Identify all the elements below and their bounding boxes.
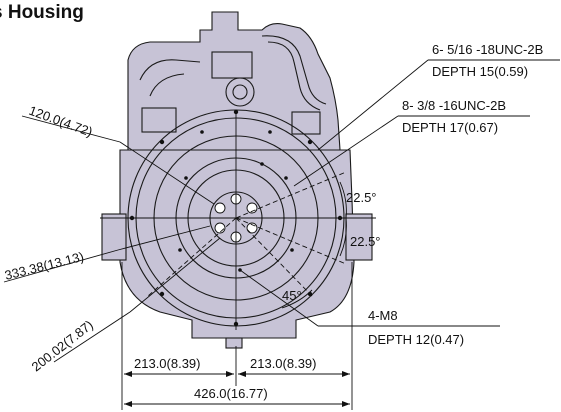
callout-labels: 6- 5/16 -18UNC-2B DEPTH 15(0.59) 8- 3/8 … (368, 42, 543, 347)
callout-3-depth: DEPTH 12(0.47) (368, 332, 464, 347)
angle-labels: 22.5° 22.5° 45° (282, 190, 381, 303)
angle-label-upper: 22.5° (346, 190, 377, 205)
horizontal-dimension-labels: 213.0(8.39) 213.0(8.39) 426.0(16.77) (134, 356, 317, 401)
dim-right-half: 213.0(8.39) (250, 356, 317, 371)
section-heading: s Housing (0, 2, 84, 23)
angle-label-lower: 22.5° (350, 234, 381, 249)
callout-1-thread: 6- 5/16 -18UNC-2B (432, 42, 543, 57)
dim-total-width: 426.0(16.77) (194, 386, 268, 401)
leader-lines (3, 59, 560, 363)
diameter-label-200: 200.02(7.87) (29, 317, 96, 374)
dim-left-half: 213.0(8.39) (134, 356, 201, 371)
callout-2-thread: 8- 3/8 -16UNC-2B (402, 98, 506, 113)
diameter-label-333: 333.38(13.13) (3, 249, 85, 283)
angle-label-bottom: 45° (282, 288, 302, 303)
callout-1-depth: DEPTH 15(0.59) (432, 64, 528, 79)
callout-2-depth: DEPTH 17(0.67) (402, 120, 498, 135)
diameter-labels: 120.0(4.72) 333.38(13.13) 200.02(7.87) (3, 103, 96, 375)
bottom-dimensions (121, 262, 353, 410)
engine-body (101, 11, 373, 349)
callout-3-thread: 4-M8 (368, 308, 398, 323)
angle-guides (100, 110, 376, 330)
diameter-label-120: 120.0(4.72) (27, 103, 95, 140)
